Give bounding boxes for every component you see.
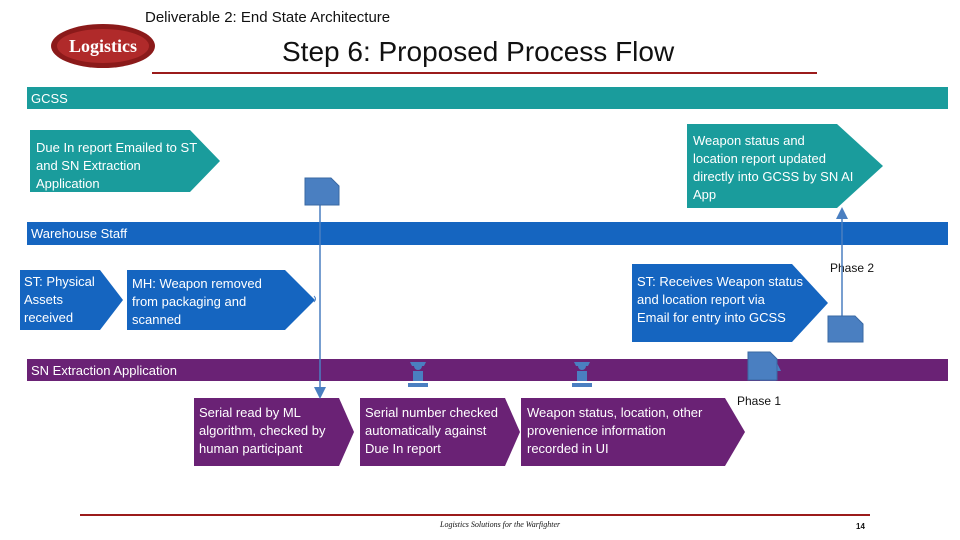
serial-checked-text: Serial number checked automatically agai… <box>365 405 498 456</box>
phase-1-label: Phase 1 <box>737 394 782 408</box>
footer-rule <box>80 514 870 516</box>
page-title: Step 6: Proposed Process Flow <box>282 36 675 67</box>
deliverable-subtitle: Deliverable 2: End State Architecture <box>145 9 391 26</box>
st-physical-assets-text: ST: Physical Assets received <box>24 274 95 325</box>
title-underline <box>152 72 817 74</box>
due-in-report-text: Due In report Emailed to ST and SN Extra… <box>36 140 198 191</box>
phase-2-label: Phase 2 <box>830 261 875 275</box>
mh-weapon-removed-text: MH: Weapon removed from packaging and sc… <box>132 276 262 327</box>
mh-weapon-removed-box: MH: Weapon removed from packaging and sc… <box>127 270 315 330</box>
serial-read-text: Serial read by ML algorithm, checked by … <box>199 405 326 456</box>
document-icon-gcss <box>304 177 340 206</box>
document-icon-warehouse <box>827 315 864 343</box>
weapon-recorded-box: Weapon status, location, other provenien… <box>521 398 745 466</box>
serial-checked-box: Serial number checked automatically agai… <box>360 398 520 466</box>
connector-tick <box>313 295 316 303</box>
footer-tagline: Logistics Solutions for the Warfighter <box>440 520 561 529</box>
lane-sn-extraction: SN Extraction Application <box>27 359 948 381</box>
logo-text: Logistics <box>69 36 137 56</box>
st-receives-report-text: ST: Receives Weapon status and location … <box>637 274 803 325</box>
st-physical-assets-box: ST: Physical Assets received <box>20 270 123 330</box>
lane-gcss-label: GCSS <box>31 91 68 106</box>
st-receives-report-box: ST: Receives Weapon status and location … <box>632 264 828 342</box>
lane-warehouse-label: Warehouse Staff <box>31 226 128 241</box>
document-icon-sn-app <box>747 351 778 381</box>
serial-read-box: Serial read by ML algorithm, checked by … <box>194 398 354 466</box>
logistics-logo: Logistics <box>48 22 158 70</box>
weapon-recorded-text: Weapon status, location, other provenien… <box>527 405 703 456</box>
person-icon-2 <box>572 362 592 387</box>
person-icon-1 <box>408 362 428 387</box>
due-in-report-box: Due In report Emailed to ST and SN Extra… <box>30 130 220 192</box>
lane-sn-label: SN Extraction Application <box>31 363 177 378</box>
weapon-status-gcss-text: Weapon status and location report update… <box>693 133 854 202</box>
lane-gcss: GCSS <box>27 87 948 109</box>
lane-warehouse-staff: Warehouse Staff <box>27 222 948 245</box>
weapon-status-gcss-box: Weapon status and location report update… <box>687 124 883 208</box>
page-number: 14 <box>856 522 865 531</box>
